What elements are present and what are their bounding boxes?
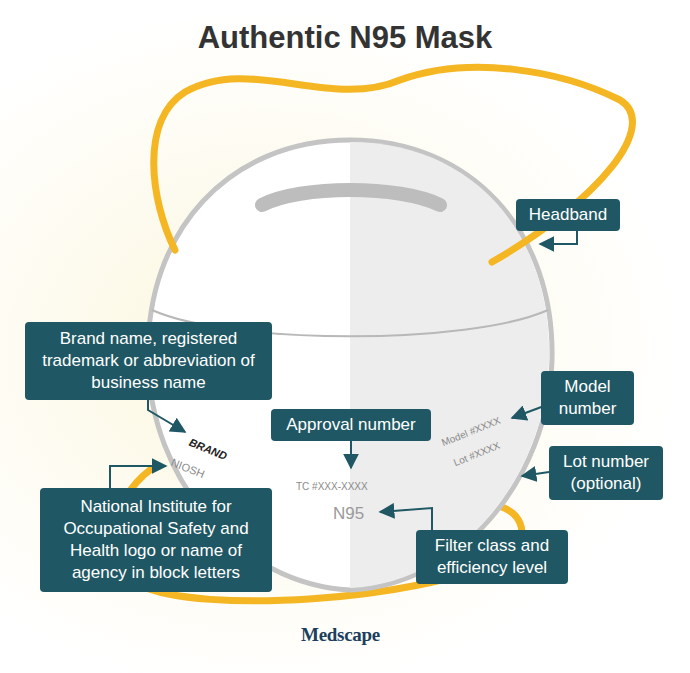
callout-text: Model number — [549, 376, 626, 420]
callout-box: Headband — [516, 199, 620, 231]
nose-clip — [262, 190, 440, 205]
callout-box: Lot number (optional) — [549, 446, 663, 500]
callout-box: Filter class and efficiency level — [416, 530, 568, 584]
publisher-logo: Medscape — [301, 624, 380, 646]
leader-line — [380, 508, 432, 532]
callout-text: Brand name, registered trademark or abbr… — [33, 328, 264, 394]
callout-box: National Institute for Occupational Safe… — [40, 488, 272, 592]
callout-text: Lot number (optional) — [557, 451, 655, 495]
callout-text: Filter class and efficiency level — [424, 535, 560, 579]
approval-print: TC #XXX-XXXX — [296, 481, 368, 492]
callout-text: Headband — [529, 204, 607, 226]
callout-box: Approval number — [271, 409, 431, 441]
callout-text: Approval number — [286, 414, 415, 436]
leader-line — [148, 400, 185, 432]
top-strap — [154, 67, 633, 262]
diagram-title: Authentic N95 Mask — [0, 20, 690, 56]
callout-box: Model number — [541, 371, 634, 425]
leader-line — [350, 438, 352, 468]
callout-text: National Institute for Occupational Safe… — [48, 496, 264, 584]
leader-line — [110, 466, 166, 490]
filter-class-print: N95 — [333, 504, 364, 524]
leader-line — [522, 472, 549, 476]
callout-box: Brand name, registered trademark or abbr… — [25, 322, 272, 400]
